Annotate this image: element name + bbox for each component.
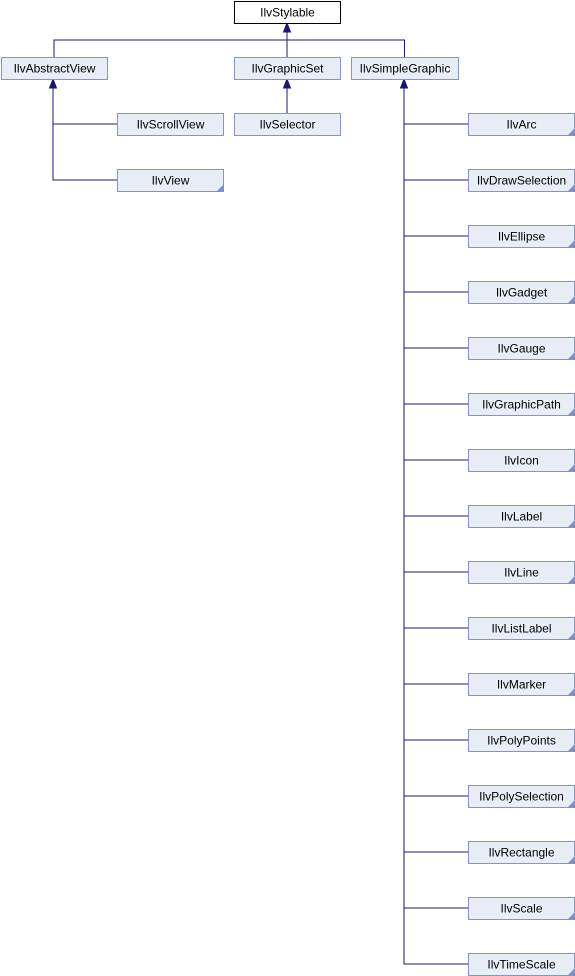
class-node-label: IlvIcon	[504, 454, 539, 468]
edge-ilvgadget-to-ilvsimplegraphic	[403, 88, 468, 293]
folded-corner-icon	[567, 856, 575, 864]
class-node-label: IlvDrawSelection	[477, 174, 566, 188]
class-node-ilv-abstract-view[interactable]: IlvAbstractView	[1, 57, 108, 80]
class-node-ilv-marker[interactable]: IlvMarker	[468, 673, 575, 696]
class-node-box	[351, 57, 459, 80]
class-node-ilv-graphic-path[interactable]: IlvGraphicPath	[468, 393, 575, 416]
folded-corner-icon	[567, 408, 575, 416]
class-node-ilv-arc[interactable]: IlvArc	[468, 113, 575, 136]
class-node-label: IlvRectangle	[488, 846, 554, 860]
class-node-box	[117, 113, 224, 136]
class-node-label: IlvArc	[507, 118, 537, 132]
edge-ilvmarker-to-ilvsimplegraphic	[403, 88, 468, 685]
class-node-ilv-list-label[interactable]: IlvListLabel	[468, 617, 575, 640]
folded-corner-icon	[567, 968, 575, 976]
edge-ilvtimescale-to-ilvsimplegraphic	[403, 88, 468, 965]
folded-corner-icon	[567, 128, 575, 136]
folded-corner-icon	[567, 240, 575, 248]
class-node-ilv-icon[interactable]: IlvIcon	[468, 449, 575, 472]
class-node-label: IlvEllipse	[498, 230, 546, 244]
class-node-label: IlvSelector	[259, 118, 315, 132]
class-node-ilv-selector[interactable]: IlvSelector	[234, 113, 341, 136]
class-node-label: IlvLine	[504, 566, 539, 580]
class-node-ilv-graphic-set[interactable]: IlvGraphicSet	[234, 57, 341, 80]
folded-corner-icon	[216, 184, 224, 192]
edge-ilvscrollview-to-ilvabstractview	[52, 88, 117, 125]
class-node-ilv-simple-graphic[interactable]: IlvSimpleGraphic	[351, 57, 459, 80]
class-node-ilv-poly-points[interactable]: IlvPolyPoints	[468, 729, 575, 752]
class-node-label: IlvGauge	[497, 342, 545, 356]
class-node-ilv-scale[interactable]: IlvScale	[468, 897, 575, 920]
edge-ilvpolypoints-to-ilvsimplegraphic	[403, 88, 468, 741]
class-node-ilv-line[interactable]: IlvLine	[468, 561, 575, 584]
class-node-label: IlvPolySelection	[479, 790, 564, 804]
class-node-label: IlvSimpleGraphic	[360, 62, 451, 76]
folded-corner-icon	[567, 352, 575, 360]
edge-ilvview-to-ilvabstractview	[52, 88, 117, 181]
folded-corner-icon	[567, 296, 575, 304]
class-node-label: IlvPolyPoints	[487, 734, 556, 748]
folded-corner-icon	[567, 912, 575, 920]
class-node-label: IlvView	[152, 174, 190, 188]
folded-corner-icon	[567, 688, 575, 696]
class-node-label: IlvLabel	[501, 510, 542, 524]
arrowhead-ilvstylable	[282, 21, 292, 33]
class-node-label: IlvScale	[500, 902, 542, 916]
class-node-ilv-rectangle[interactable]: IlvRectangle	[468, 841, 575, 864]
class-node-ilv-stylable[interactable]: IlvStylable	[234, 1, 341, 24]
edge-ilvgraphicpath-to-ilvsimplegraphic	[403, 88, 468, 405]
class-node-label: IlvListLabel	[491, 622, 551, 636]
folded-corner-icon	[567, 184, 575, 192]
class-node-label: IlvMarker	[497, 678, 546, 692]
edge-ilvellipse-to-ilvsimplegraphic	[403, 88, 468, 237]
class-node-ilv-time-scale[interactable]: IlvTimeScale	[468, 953, 575, 976]
folded-corner-icon	[567, 520, 575, 528]
edge-ilvlabel-to-ilvsimplegraphic	[403, 88, 468, 517]
edge-ilvarc-to-ilvsimplegraphic	[403, 88, 468, 125]
folded-corner-icon	[567, 464, 575, 472]
class-node-box	[1, 57, 108, 80]
class-node-box	[234, 57, 341, 80]
edge-ilvpolyselection-to-ilvsimplegraphic	[403, 88, 468, 797]
edge-ilvdrawselection-to-ilvsimplegraphic	[403, 88, 468, 181]
class-node-label: IlvGadget	[496, 286, 548, 300]
class-node-label: IlvGraphicPath	[482, 398, 561, 412]
arrowhead-ilvabstractview	[48, 77, 58, 89]
edge-ilvabstractview-to-ilvstylable	[53, 32, 288, 57]
class-node-ilv-draw-selection[interactable]: IlvDrawSelection	[468, 169, 575, 192]
class-node-ilv-scroll-view[interactable]: IlvScrollView	[117, 113, 224, 136]
class-node-ilv-ellipse[interactable]: IlvEllipse	[468, 225, 575, 248]
class-node-label: IlvScrollView	[137, 118, 205, 132]
folded-corner-icon	[567, 576, 575, 584]
class-node-ilv-gadget[interactable]: IlvGadget	[468, 281, 575, 304]
arrowhead-ilvsimplegraphic	[399, 77, 409, 89]
edge-ilvlistlabel-to-ilvsimplegraphic	[403, 88, 468, 629]
arrowhead-ilvgraphicset	[282, 77, 292, 89]
class-node-ilv-view[interactable]: IlvView	[117, 169, 224, 192]
edge-ilvline-to-ilvsimplegraphic	[403, 88, 468, 573]
class-node-ilv-gauge[interactable]: IlvGauge	[468, 337, 575, 360]
edge-ilvrectangle-to-ilvsimplegraphic	[403, 88, 468, 853]
class-node-ilv-label[interactable]: IlvLabel	[468, 505, 575, 528]
edge-ilvgauge-to-ilvsimplegraphic	[403, 88, 468, 349]
class-node-box	[234, 113, 341, 136]
class-node-label: IlvTimeScale	[487, 958, 556, 972]
class-node-label: IlvGraphicSet	[251, 62, 324, 76]
folded-corner-icon	[567, 632, 575, 640]
class-node-label: IlvAbstractView	[14, 62, 96, 76]
edge-ilvsimplegraphic-to-ilvstylable	[286, 32, 405, 57]
class-node-box	[117, 169, 224, 192]
class-node-box	[234, 1, 341, 24]
edges-layer	[48, 21, 468, 965]
class-node-label: IlvStylable	[260, 6, 315, 20]
edge-ilvscale-to-ilvsimplegraphic	[403, 88, 468, 909]
folded-corner-icon	[567, 800, 575, 808]
folded-corner-icon	[567, 744, 575, 752]
class-node-ilv-poly-selection[interactable]: IlvPolySelection	[468, 785, 575, 808]
